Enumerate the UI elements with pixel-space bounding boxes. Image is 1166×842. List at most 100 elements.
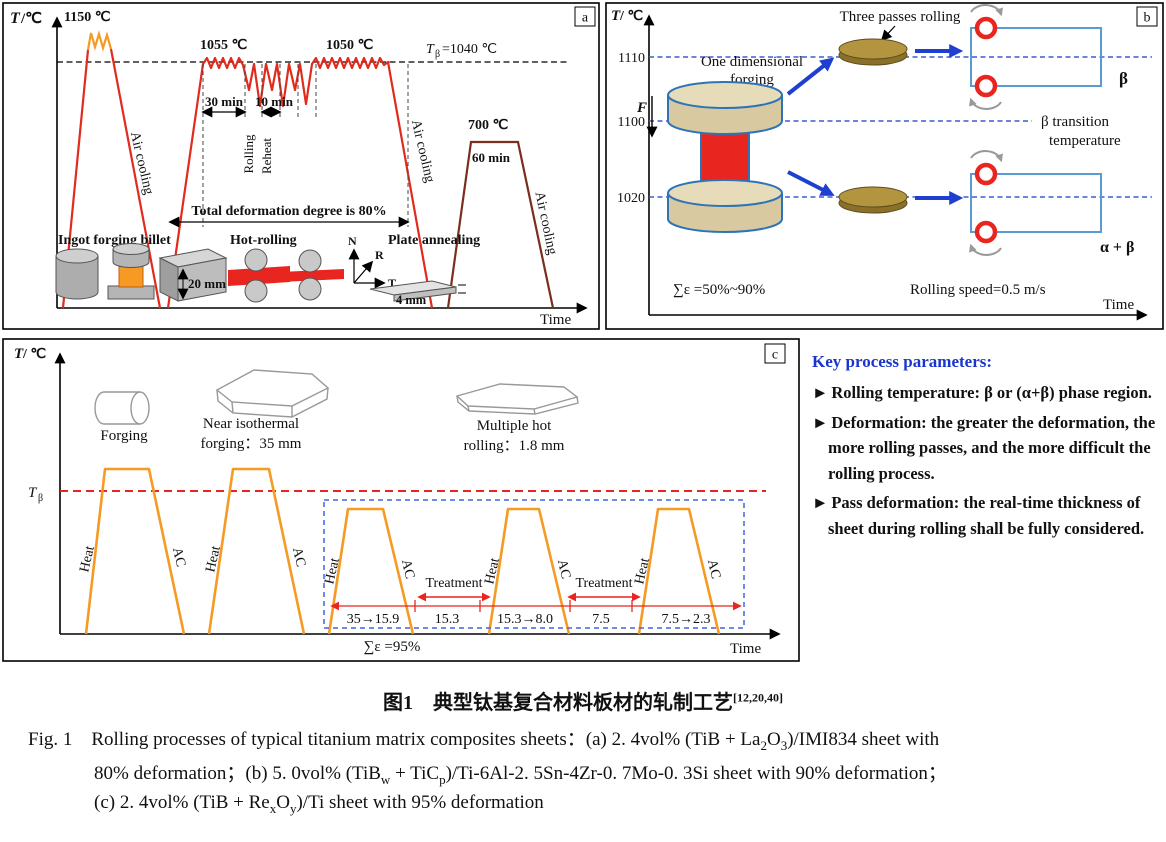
sheet-lower <box>970 173 1102 233</box>
arrow-to-upper-disc <box>786 57 835 96</box>
x-axis-label: Time <box>1103 297 1134 313</box>
60min-label: 60 min <box>472 150 511 165</box>
reheat-label: Reheat <box>259 138 274 174</box>
three-passes-arrow <box>880 25 896 42</box>
forging-press-drawing <box>107 243 155 300</box>
thickness-seg5: 7.5→2.3 <box>662 612 711 627</box>
axis-t-label: T <box>388 276 396 290</box>
near-isothermal-slab-shape <box>215 369 330 418</box>
key-params-item: ►Rolling temperature: β or (α+β) phase r… <box>812 380 1166 406</box>
caption-text: 80% deformation；(b) 5. 0vol% (TiB <box>94 763 381 784</box>
panel-c-tag: c <box>772 348 778 363</box>
forging-label: Forging <box>100 428 148 444</box>
key-params-item: ►Pass deformation: the real-time thickne… <box>812 490 1166 541</box>
thickness-seg1: 35→15.9 <box>347 612 400 627</box>
hot-rolling-drawing <box>228 248 344 303</box>
rolling-mill-lower <box>969 150 1102 256</box>
tbeta-label-value: =1040 ℃ <box>442 42 497 57</box>
x-axis-label: Time <box>540 312 571 328</box>
caption-text: + TiC <box>390 763 440 784</box>
multiple-hot-label-1: Multiple hot <box>477 418 552 434</box>
temp-1050-label: 1050 ℃ <box>326 38 374 53</box>
bullet-icon: ► <box>812 493 829 513</box>
profile2-rolling-curve <box>166 56 434 309</box>
heat-label: Heat <box>203 545 224 574</box>
tick-1020: 1020 <box>617 191 645 206</box>
rotation-arrow-icon <box>969 97 1002 110</box>
subscript: 2 <box>760 738 767 753</box>
profile-forging <box>84 467 186 635</box>
axis-n-label: N <box>348 234 357 248</box>
panel-c-figure: c T / ℃ Time T β <box>2 338 800 662</box>
roller-icon <box>974 16 998 40</box>
alpha-beta-label: α + β <box>1100 239 1134 256</box>
caption-text: O <box>276 792 290 813</box>
ac-label: AC <box>169 546 188 568</box>
10min-label: 10 min <box>255 94 294 109</box>
hot-rolling-label: Hot-rolling <box>230 233 297 248</box>
temp-700-label: 700 ℃ <box>468 118 509 133</box>
panel-a-tag-box <box>574 6 596 27</box>
caption-chinese-text: 图1 典型钛基复合材料板材的轧制工艺 <box>383 692 733 714</box>
temp-1055-label: 1055 ℃ <box>200 38 248 53</box>
profile-rolling-3 <box>637 507 721 635</box>
forged-slab-drawing: 20 mm <box>158 248 228 302</box>
rolling-speed-label: Rolling speed=0.5 m/s <box>910 282 1046 298</box>
heat-label: Heat <box>482 557 503 586</box>
roller-icon <box>974 162 998 186</box>
plate-annealing-label: Plate annealing <box>388 233 480 248</box>
subscript: w <box>380 772 391 787</box>
panel-c: c T / ℃ Time T β <box>2 338 800 662</box>
rotation-arrow-icon <box>970 4 1003 17</box>
rolling-mill-upper <box>969 4 1102 110</box>
near-isothermal-label-1: Near isothermal <box>203 416 299 432</box>
caption-text: )/IMI834 sheet with <box>787 729 940 750</box>
panel-c-tag-box <box>764 343 786 364</box>
y-axis-label-T: T <box>611 8 621 24</box>
panel-b-figure: b T / ℃ Time 1110 1100 1020 Three passes… <box>605 2 1164 330</box>
thickness-seg2: 15.3 <box>435 612 460 627</box>
caption-reference: [12,20,40] <box>733 690 783 705</box>
thickness-seg4: 7.5 <box>592 612 610 627</box>
key-params-item: ►Deformation: the greater the deformatio… <box>812 410 1166 487</box>
beta-transition-label-2: temperature <box>1049 133 1121 149</box>
panel-a-figure: a T /℃ Time T β =1040 ℃ 1150 ℃ Air cooli… <box>2 2 600 330</box>
strain-label: ∑ε =95% <box>364 639 421 655</box>
strain-label: ∑ε =50%~90% <box>673 282 765 298</box>
panel-a-tag: a <box>582 11 589 26</box>
force-label: F <box>636 100 647 116</box>
treatment-label: Treatment <box>425 576 482 591</box>
heat-label: Heat <box>632 557 653 586</box>
caption-english-line1: Fig. 1 Rolling processes of typical tita… <box>28 724 939 754</box>
caption-text: )/Ti-6Al-2. 5Sn-4Zr-0. 7Mo-0. 3Si sheet … <box>445 763 947 784</box>
sheet-upper <box>970 27 1102 87</box>
rolling-section-dashed-box <box>323 499 745 629</box>
roller-icon <box>974 74 998 98</box>
thickness-measure-ticks <box>414 600 633 612</box>
key-params-item-text: Pass deformation: the real-time thicknes… <box>828 493 1145 538</box>
ac-label: AC <box>554 558 573 580</box>
multiple-hot-label-2: rolling：1.8 mm <box>464 438 565 454</box>
thickness-seg3: 15.3→8.0 <box>497 612 553 627</box>
caption-text: (c) 2. 4vol% (TiB + Re <box>94 792 270 813</box>
y-axis-label-T: T <box>14 346 24 362</box>
4mm-label: 4 mm <box>396 293 427 307</box>
three-passes-label: Three passes rolling <box>840 9 961 25</box>
forging-billet-shape <box>94 391 150 425</box>
arrow-to-lower-disc <box>787 170 835 196</box>
dashed-guides <box>202 64 409 227</box>
temperature-profiles <box>84 467 721 635</box>
panel-b-tag: b <box>1144 11 1151 26</box>
caption-text: Fig. 1 Rolling processes of typical tita… <box>28 729 761 750</box>
y-axis-label-unit: /℃ <box>20 11 42 27</box>
y-axis-label-unit: / ℃ <box>22 347 46 362</box>
forging-dies-drawing <box>667 81 783 233</box>
20mm-label: 20 mm <box>188 276 226 291</box>
ac-label: AC <box>398 558 417 580</box>
ingot-label: Ingot forging billet <box>58 233 171 248</box>
annealed-plate-drawing: 4 mm <box>369 280 466 307</box>
forged-disc-lower <box>838 186 908 214</box>
profile1-cooling <box>109 48 162 309</box>
rotation-arrow-icon <box>970 150 1003 163</box>
